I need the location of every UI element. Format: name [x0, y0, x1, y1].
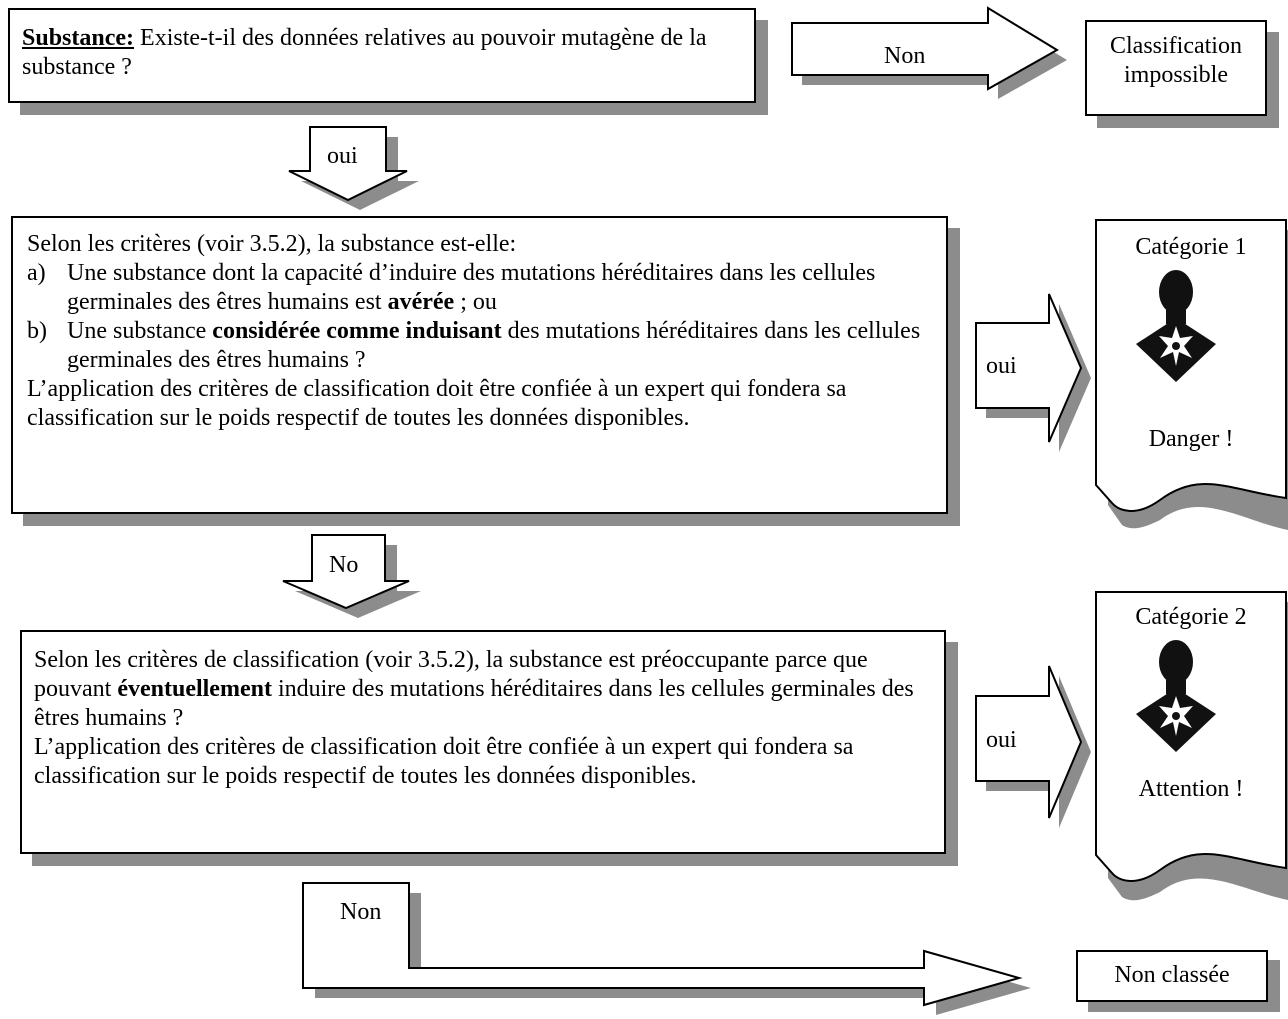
arrow-non-bottom-label: Non: [340, 899, 382, 925]
cat2-text: Selon les critères de classification (vo…: [34, 647, 868, 702]
cat1-expert-note: L’application des critères de classifica…: [27, 376, 847, 431]
cat1-option-b-text: Une substance: [67, 318, 213, 344]
arrow-oui-down-1: [288, 126, 419, 210]
cat1-option-a-text: Une substance dont la capacité d’induire…: [67, 260, 876, 315]
cat1-option-b-tail: des mutations héréditaires dans les cell…: [67, 318, 921, 373]
arrow-oui-cat2: [975, 665, 1091, 828]
cat1-signal-word: Danger !: [1148, 426, 1234, 452]
arrow-non-bottom: [302, 882, 1031, 1015]
cat2-question-box: Selon les critères de classification (vo…: [20, 630, 946, 854]
cat1-question-box: Selon les critères (voir 3.5.2), la subs…: [11, 216, 948, 514]
cat2-tail: induire des mutations héréditaires dans …: [34, 676, 914, 731]
arrow-no-down: [282, 534, 421, 618]
arrow-oui-cat2-label: oui: [986, 727, 1017, 753]
cat1-option-a-tail: ; ou: [454, 289, 497, 315]
cat2-expert-note: L’application des critères de classifica…: [34, 734, 854, 789]
cat2-bold: éventuellement: [117, 676, 272, 702]
cat1-option-a-key: a): [27, 260, 46, 286]
non-classee-label: Non classée: [1114, 962, 1230, 988]
substance-label: Substance:: [22, 25, 135, 51]
arrow-non-top-label: Non: [884, 43, 926, 69]
arrow-no-label: No: [329, 552, 359, 578]
cat1-option-b-key: b): [27, 318, 47, 344]
start-question-text: Existe-t-il des données relatives au pou…: [22, 25, 707, 80]
non-classee-box: Non classée: [1076, 950, 1268, 1002]
classification-impossible-box: Classification impossible: [1085, 20, 1267, 116]
arrow-non-top: [791, 6, 1067, 99]
start-question-box: Substance: Existe-t-il des données relat…: [8, 8, 756, 103]
impossible-line-1: Classification: [1110, 33, 1242, 59]
cat1-option-a-bold: avérée: [387, 289, 455, 315]
cat1-intro: Selon les critères (voir 3.5.2), la subs…: [27, 231, 517, 257]
impossible-line-2: impossible: [1123, 62, 1228, 88]
arrow-oui-cat1: [975, 293, 1091, 452]
cat1-title: Catégorie 1: [1135, 234, 1247, 260]
cat2-title: Catégorie 2: [1135, 604, 1247, 630]
cat1-document-shape: [1095, 219, 1288, 530]
cat1-option-b-bold: considérée comme induisant: [212, 318, 502, 344]
cat2-signal-word: Attention !: [1138, 776, 1244, 802]
cat2-document-shape: [1095, 591, 1288, 901]
arrow-oui-label-1: oui: [327, 143, 358, 169]
arrow-oui-cat1-label: oui: [986, 353, 1017, 379]
